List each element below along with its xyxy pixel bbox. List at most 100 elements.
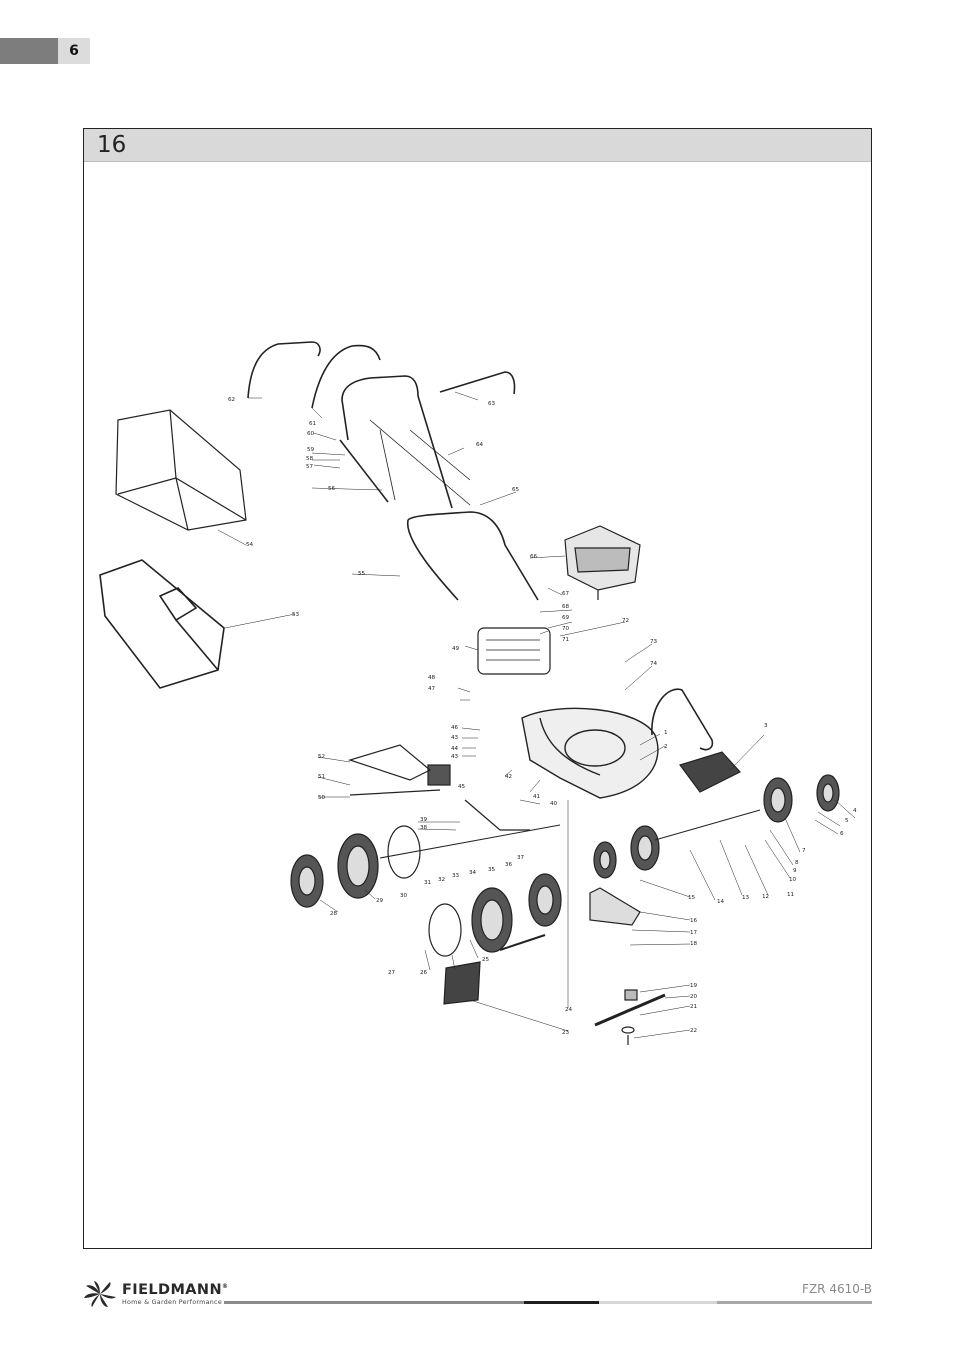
part-label: 40	[550, 801, 558, 807]
footer-line-gray	[224, 1301, 524, 1304]
part-label: 28	[330, 911, 338, 917]
part-label: 14	[717, 899, 725, 905]
footer-line-mid	[717, 1301, 872, 1304]
part-label: 1	[664, 730, 668, 736]
part-label: 38	[420, 825, 428, 831]
part-label: 60	[307, 431, 315, 437]
part-label: 46	[451, 725, 459, 731]
upper-handle-parts	[247, 341, 539, 601]
footer-line-dark	[524, 1301, 599, 1304]
part-label: 6	[840, 831, 844, 837]
part-label: 23	[562, 1030, 570, 1036]
part-label: 10	[789, 877, 797, 883]
part-label: 4	[853, 808, 857, 814]
part-label: 26	[420, 970, 428, 976]
part-label: 24	[565, 1007, 573, 1013]
part-label: 15	[688, 895, 696, 901]
wheels	[290, 774, 840, 957]
figure-number: 16	[97, 132, 127, 158]
brand-text: FIELDMANN	[122, 1282, 223, 1298]
mulch-plug-and-rod	[443, 934, 546, 1005]
part-label: 53	[292, 612, 300, 618]
part-label: 62	[228, 397, 235, 403]
drive-gearbox	[348, 744, 530, 831]
mower-deck	[521, 707, 659, 799]
engine	[564, 525, 641, 600]
part-label: 51	[318, 774, 326, 780]
part-label: 65	[512, 487, 520, 493]
part-label: 18	[690, 941, 698, 947]
part-label: 44	[451, 746, 459, 752]
part-label: 21	[690, 1004, 698, 1010]
side-handle	[651, 688, 714, 751]
part-label: 68	[562, 604, 570, 610]
part-label: 45	[458, 784, 466, 790]
part-label: 48	[428, 675, 436, 681]
part-label: 42	[505, 774, 512, 780]
part-label: 30	[400, 893, 408, 899]
footer-brand-name: FIELDMANN®	[122, 1282, 228, 1298]
part-label: 57	[306, 464, 314, 470]
part-label: 11	[787, 892, 795, 898]
grass-catcher-frame	[99, 559, 225, 689]
part-label: 59	[307, 447, 315, 453]
part-label: 9	[793, 868, 797, 874]
part-label: 19	[690, 983, 698, 989]
page-number: 6	[58, 38, 90, 64]
part-label: 52	[318, 754, 325, 760]
part-label: 43	[451, 735, 459, 741]
part-label: 35	[488, 867, 496, 873]
part-label: 72	[622, 618, 629, 624]
part-label: 39	[420, 817, 428, 823]
trademark: ®	[222, 1283, 229, 1291]
part-label: 17	[690, 930, 698, 936]
part-label: 13	[742, 895, 750, 901]
part-label: 3	[764, 723, 768, 729]
part-number-labels: 1 2 3 4 5 6 7 8 9 10 11 12 13 14 15 16 1…	[228, 397, 857, 1036]
part-label: 47	[428, 686, 436, 692]
part-label: 61	[309, 421, 317, 427]
part-label: 64	[476, 442, 484, 448]
part-label: 55	[358, 571, 366, 577]
part-label: 63	[488, 401, 496, 407]
part-label: 20	[690, 994, 698, 1000]
part-label: 73	[650, 639, 658, 645]
part-label: 2	[664, 744, 668, 750]
part-label: 8	[795, 860, 799, 866]
footer-tagline: Home & Garden Performance	[122, 1299, 222, 1306]
part-label: 22	[690, 1028, 697, 1034]
part-label: 54	[246, 542, 254, 548]
part-label: 16	[690, 918, 698, 924]
fieldmann-logo-icon	[84, 1281, 116, 1307]
grass-catcher-bag	[115, 409, 247, 531]
part-label: 36	[505, 862, 513, 868]
part-label: 12	[762, 894, 769, 900]
part-label: 70	[562, 626, 570, 632]
part-label: 50	[318, 795, 326, 801]
figure-frame: 16	[83, 128, 872, 1249]
mulching-cover	[679, 751, 741, 793]
rear-guard	[477, 627, 551, 675]
part-label: 7	[802, 848, 806, 854]
cables	[369, 419, 471, 506]
part-label: 49	[452, 646, 460, 652]
part-label: 56	[328, 486, 336, 492]
part-label: 74	[650, 661, 658, 667]
axles	[379, 809, 761, 859]
part-label: 69	[562, 615, 570, 621]
part-label: 33	[452, 873, 460, 879]
figure-header: 16	[84, 129, 871, 162]
part-label: 31	[424, 880, 432, 886]
blade-assembly	[589, 887, 666, 1045]
footer-line-light	[599, 1301, 717, 1304]
part-label: 58	[306, 456, 314, 462]
part-label: 27	[388, 970, 396, 976]
leader-lines	[217, 391, 856, 1039]
page-tab-bar	[0, 38, 58, 64]
part-label: 29	[376, 898, 384, 904]
part-label: 67	[562, 591, 570, 597]
part-label: 66	[530, 554, 538, 560]
part-label: 37	[517, 855, 525, 861]
part-label: 25	[482, 957, 490, 963]
